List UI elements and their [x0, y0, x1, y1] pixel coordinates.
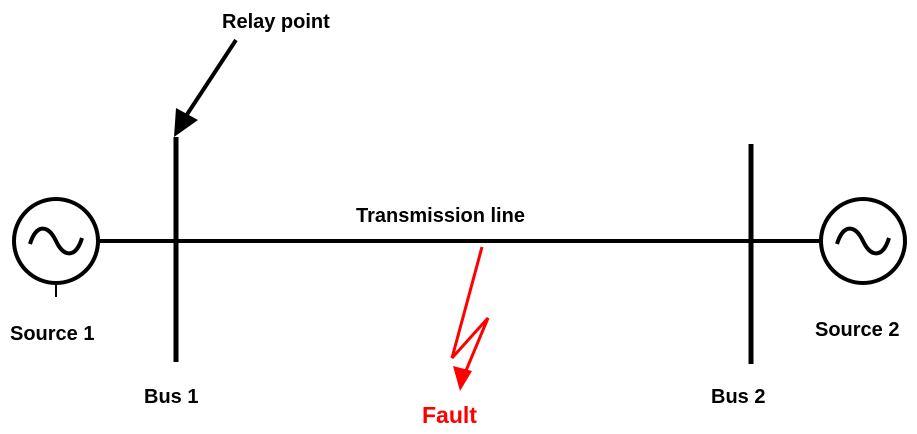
source-1-generator-icon	[12, 197, 100, 297]
fault-label: Fault	[422, 402, 477, 428]
relay-pointer-arrow-icon	[174, 38, 238, 137]
relay-point-label: Relay point	[222, 11, 330, 33]
bus-1-label: Bus 1	[144, 386, 198, 408]
fault-lightning-bolt-icon	[450, 246, 490, 391]
source-1-label: Source 1	[10, 323, 94, 345]
bus-2-label: Bus 2	[711, 386, 765, 408]
transmission-line-label: Transmission line	[356, 205, 525, 227]
source-2-label: Source 2	[815, 319, 899, 341]
source-2-generator-icon	[819, 197, 907, 285]
